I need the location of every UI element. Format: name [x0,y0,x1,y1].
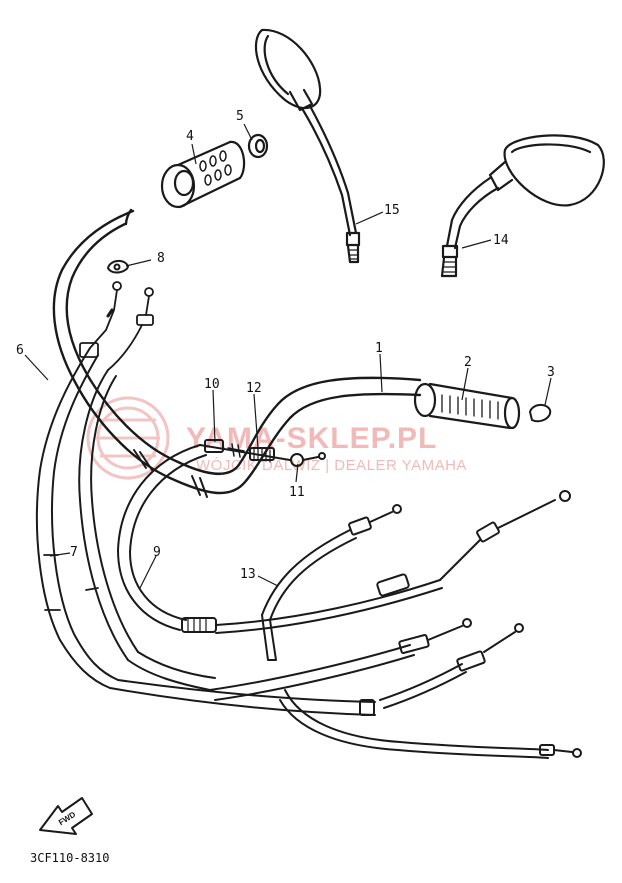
grip-end-cap [247,133,269,159]
throttle-cable-ends [79,281,154,371]
callout-numbers: 1 2 3 4 5 6 7 8 9 10 11 12 13 14 15 [16,109,555,582]
throttle-cable-right [78,369,216,691]
callout-8: 8 [157,251,165,266]
callout-15: 15 [384,203,400,218]
throttle-grip [160,140,246,209]
callout-13: 13 [240,567,256,582]
front-direction-arrow: FWD [39,797,93,835]
watermark-logo [86,396,170,480]
callout-1: 1 [375,341,383,356]
cable-clamp [107,260,129,274]
callout-12: 12 [246,381,262,396]
callout-5: 5 [236,109,244,124]
mirror-left [254,28,361,264]
callout-10: 10 [204,377,220,392]
right-grip [413,382,521,430]
lower-cables [209,618,582,759]
callout-11: 11 [289,485,305,500]
callout-leaders [24,123,552,589]
mirror-right [440,134,605,278]
callout-7: 7 [70,545,78,560]
watermark-subtitle: WÓJCIK DALWIZ | DEALER YAMAHA [196,457,467,474]
callout-4: 4 [186,129,194,144]
callout-2: 2 [464,355,472,370]
handlebar [52,208,422,498]
diagram-code: 3CF110-8310 [30,851,109,865]
callout-3: 3 [547,365,555,380]
choke-cable [261,504,402,661]
callout-9: 9 [153,545,161,560]
bar-end-cap [529,404,552,423]
clutch-cable [117,444,571,634]
callout-6: 6 [16,343,24,358]
cable-adjuster [199,439,326,467]
callout-14: 14 [493,233,509,248]
